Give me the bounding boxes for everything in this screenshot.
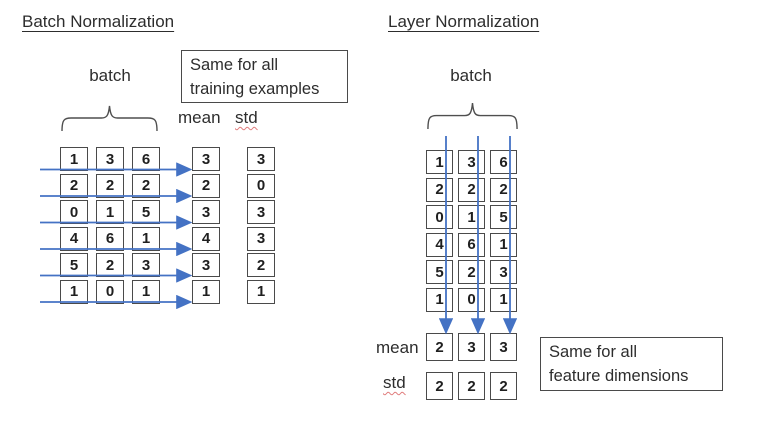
note-box-feature-dimensions: Same for all feature dimensions bbox=[540, 337, 723, 391]
grid-column: 6 2 5 1 3 1 bbox=[490, 150, 517, 312]
grid-cell: 6 bbox=[96, 226, 124, 251]
note-line: feature dimensions bbox=[549, 367, 689, 385]
grid-cell: 3 bbox=[247, 226, 275, 251]
grid-cell: 4 bbox=[60, 226, 88, 251]
grid-cell: 5 bbox=[60, 253, 88, 277]
grid-cell: 6 bbox=[132, 147, 160, 171]
grid-column: 3 2 1 6 2 0 bbox=[458, 150, 485, 312]
layer-norm-title: Layer Normalization bbox=[388, 12, 540, 31]
std-label-right: std bbox=[383, 373, 406, 392]
note-line: training examples bbox=[190, 80, 320, 98]
grid-column: 1 2 0 4 5 1 bbox=[426, 150, 453, 312]
grid-cell: 2 bbox=[490, 372, 517, 400]
grid-cell: 2 bbox=[60, 173, 88, 198]
batch-norm-title: Batch Normalization bbox=[22, 12, 175, 31]
grid-cell: 0 bbox=[458, 287, 485, 312]
grid-cell: 1 bbox=[490, 232, 517, 257]
grid-cell: 2 bbox=[458, 372, 485, 400]
grid-cell: 4 bbox=[426, 232, 453, 257]
grid-cell: 1 bbox=[192, 279, 220, 304]
grid-cell: 3 bbox=[490, 260, 517, 284]
grid-cell: 2 bbox=[426, 177, 453, 202]
grid-cell: 2 bbox=[96, 253, 124, 277]
grid-cell: 3 bbox=[132, 253, 160, 277]
grid-cell: 3 bbox=[96, 147, 124, 171]
grid-cell: 2 bbox=[426, 372, 453, 400]
grid-cell: 2 bbox=[458, 177, 485, 202]
note-line: Same for all bbox=[549, 343, 638, 361]
grid-cell: 1 bbox=[426, 150, 453, 174]
grid-cell: 1 bbox=[132, 226, 160, 251]
std-label-left: std bbox=[235, 108, 258, 127]
grid-cell: 2 bbox=[458, 260, 485, 284]
grid-cell: 0 bbox=[96, 279, 124, 304]
note-line: Same for all bbox=[190, 56, 279, 74]
grid-cell: 0 bbox=[247, 173, 275, 198]
grid-cell: 3 bbox=[458, 333, 485, 361]
grid-cell: 4 bbox=[192, 226, 220, 251]
grid-cell: 3 bbox=[192, 200, 220, 224]
batch-label-left: batch bbox=[89, 66, 131, 85]
grid-cell: 1 bbox=[426, 287, 453, 312]
grid-cell: 1 bbox=[60, 279, 88, 304]
grid-cell: 0 bbox=[60, 200, 88, 224]
grid-cell: 5 bbox=[132, 200, 160, 224]
grid-cell: 1 bbox=[96, 200, 124, 224]
grid-cell: 3 bbox=[490, 333, 517, 361]
grid-cell: 6 bbox=[458, 232, 485, 257]
grid-cell: 2 bbox=[247, 253, 275, 277]
grid-cell: 1 bbox=[132, 279, 160, 304]
grid-cell: 2 bbox=[426, 333, 453, 361]
grid-cell: 2 bbox=[96, 173, 124, 198]
grid-cell: 3 bbox=[458, 150, 485, 174]
brace-icon bbox=[61, 103, 158, 132]
grid-cell: 1 bbox=[490, 287, 517, 312]
grid-cell: 1 bbox=[60, 147, 88, 171]
grid-cell: 2 bbox=[132, 173, 160, 198]
grid-cell: 2 bbox=[490, 177, 517, 202]
note-box-training-examples: Same for all training examples bbox=[181, 50, 348, 103]
grid-cell: 3 bbox=[247, 200, 275, 224]
grid-cell: 3 bbox=[247, 147, 275, 171]
brace-icon bbox=[427, 100, 518, 130]
grid-cell: 5 bbox=[426, 260, 453, 284]
mean-label-left: mean bbox=[178, 108, 221, 127]
mean-label-right: mean bbox=[376, 338, 419, 357]
grid-cell: 6 bbox=[490, 150, 517, 174]
grid-cell: 0 bbox=[426, 205, 453, 229]
grid-cell: 2 bbox=[192, 173, 220, 198]
grid-cell: 3 bbox=[192, 147, 220, 171]
batch-label-right: batch bbox=[450, 66, 492, 85]
grid-cell: 1 bbox=[247, 279, 275, 304]
grid-cell: 3 bbox=[192, 253, 220, 277]
grid-cell: 1 bbox=[458, 205, 485, 229]
grid-cell: 5 bbox=[490, 205, 517, 229]
